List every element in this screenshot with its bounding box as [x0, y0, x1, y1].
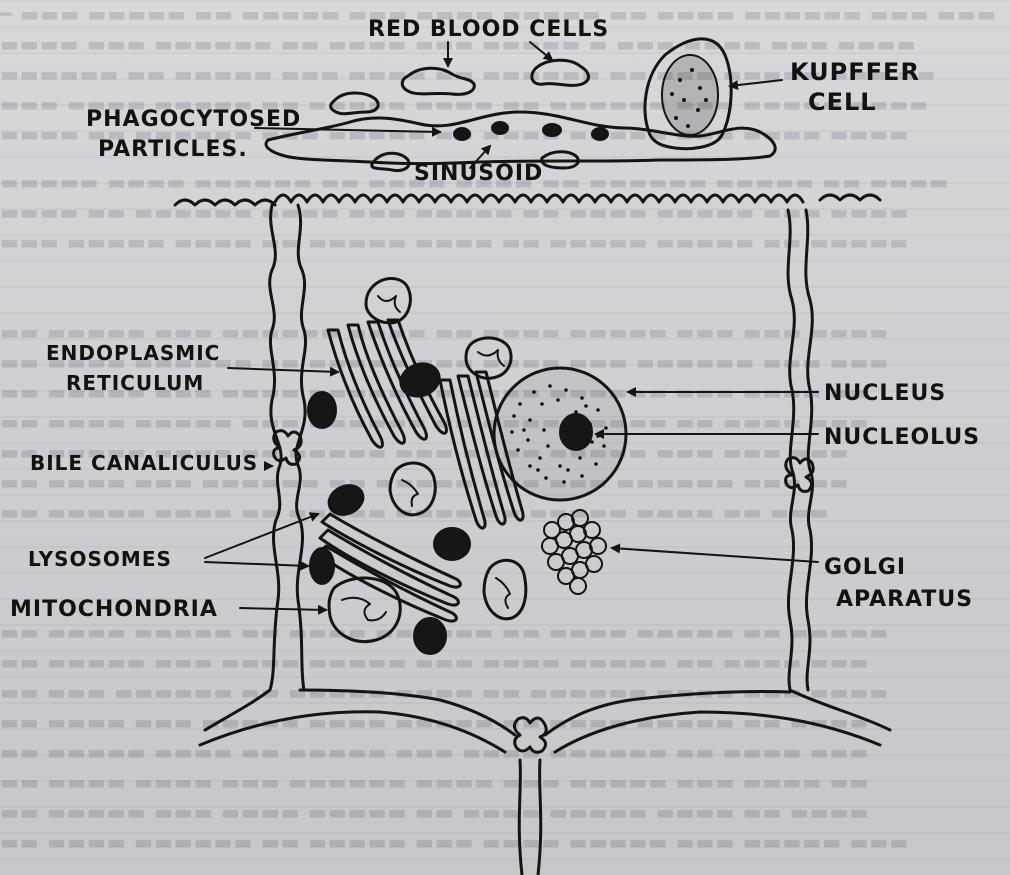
lysosome	[434, 528, 470, 560]
label-mitochondria: MITOCHONDRIA	[10, 597, 218, 622]
mitochondrion	[390, 463, 435, 515]
label-endoplasmic-line-1: ENDOPLASMIC	[46, 341, 220, 365]
lysosome	[396, 358, 445, 402]
label-endoplasmic-line-2: RETICULUM	[66, 371, 204, 395]
phagocytosed-particle	[454, 128, 470, 140]
red-blood-cell	[402, 68, 474, 94]
mitochondrion	[466, 338, 511, 378]
label-golgi-line-1: GOLGI	[824, 555, 906, 580]
red-blood-cell	[532, 60, 589, 85]
arrow-mitochondria	[240, 608, 326, 610]
arrow-red-blood-cells-right	[530, 42, 552, 60]
phagocytosed-particle	[592, 128, 608, 140]
label-bile-canaliculus: BILE CANALICULUS	[30, 451, 258, 475]
label-nucleus: NUCLEUS	[824, 381, 946, 406]
top-microvilli-border	[275, 195, 803, 202]
bottom-vertical-membrane-inner	[538, 760, 541, 875]
left-microvilli	[175, 200, 275, 205]
arrow-kupffer-cell	[730, 80, 782, 86]
label-sinusoid: SINUSOID	[414, 161, 543, 186]
red-blood-cell	[331, 93, 379, 114]
label-kupffer-line-2: CELL	[808, 88, 877, 116]
label-kupffer-line-1: KUPFFER	[790, 58, 920, 86]
bottom-vertical-membrane	[519, 760, 522, 875]
phagocytosed-particle	[492, 122, 508, 134]
mitochondrion	[366, 278, 410, 322]
right-microvilli	[820, 195, 880, 200]
arrow-golgi-apparatus	[612, 548, 818, 562]
golgi-apparatus	[542, 510, 606, 594]
lysosome	[414, 618, 446, 654]
label-phagocytosed-line-2: PARTICLES.	[98, 137, 248, 162]
lysosome	[310, 548, 334, 584]
right-cell-membrane	[788, 210, 890, 730]
phagocytosed-particle	[543, 124, 561, 136]
label-phagocytosed-line-1: PHAGOCYTOSED	[86, 107, 301, 132]
label-nucleolus: NUCLEOLUS	[824, 425, 980, 450]
label-lysosomes: LYSOSOMES	[28, 547, 172, 571]
right-cell-membrane-inner	[806, 210, 813, 690]
bottom-right-membrane-lower	[555, 712, 880, 752]
bottom-left-membrane-lower	[200, 712, 505, 752]
endoplasmic-reticulum-lower	[318, 514, 460, 621]
mitochondrion	[484, 560, 526, 618]
nucleolus	[560, 414, 592, 450]
arrow-endoplasmic-reticulum	[228, 368, 338, 372]
label-red-blood-cells: RED BLOOD CELLS	[368, 17, 609, 42]
lysosome	[308, 392, 336, 428]
mitochondrion	[329, 578, 400, 642]
label-golgi-line-2: APARATUS	[836, 587, 973, 612]
bile-canaliculus-bottom	[514, 718, 546, 753]
arrow-lysosomes-lower	[205, 562, 308, 566]
